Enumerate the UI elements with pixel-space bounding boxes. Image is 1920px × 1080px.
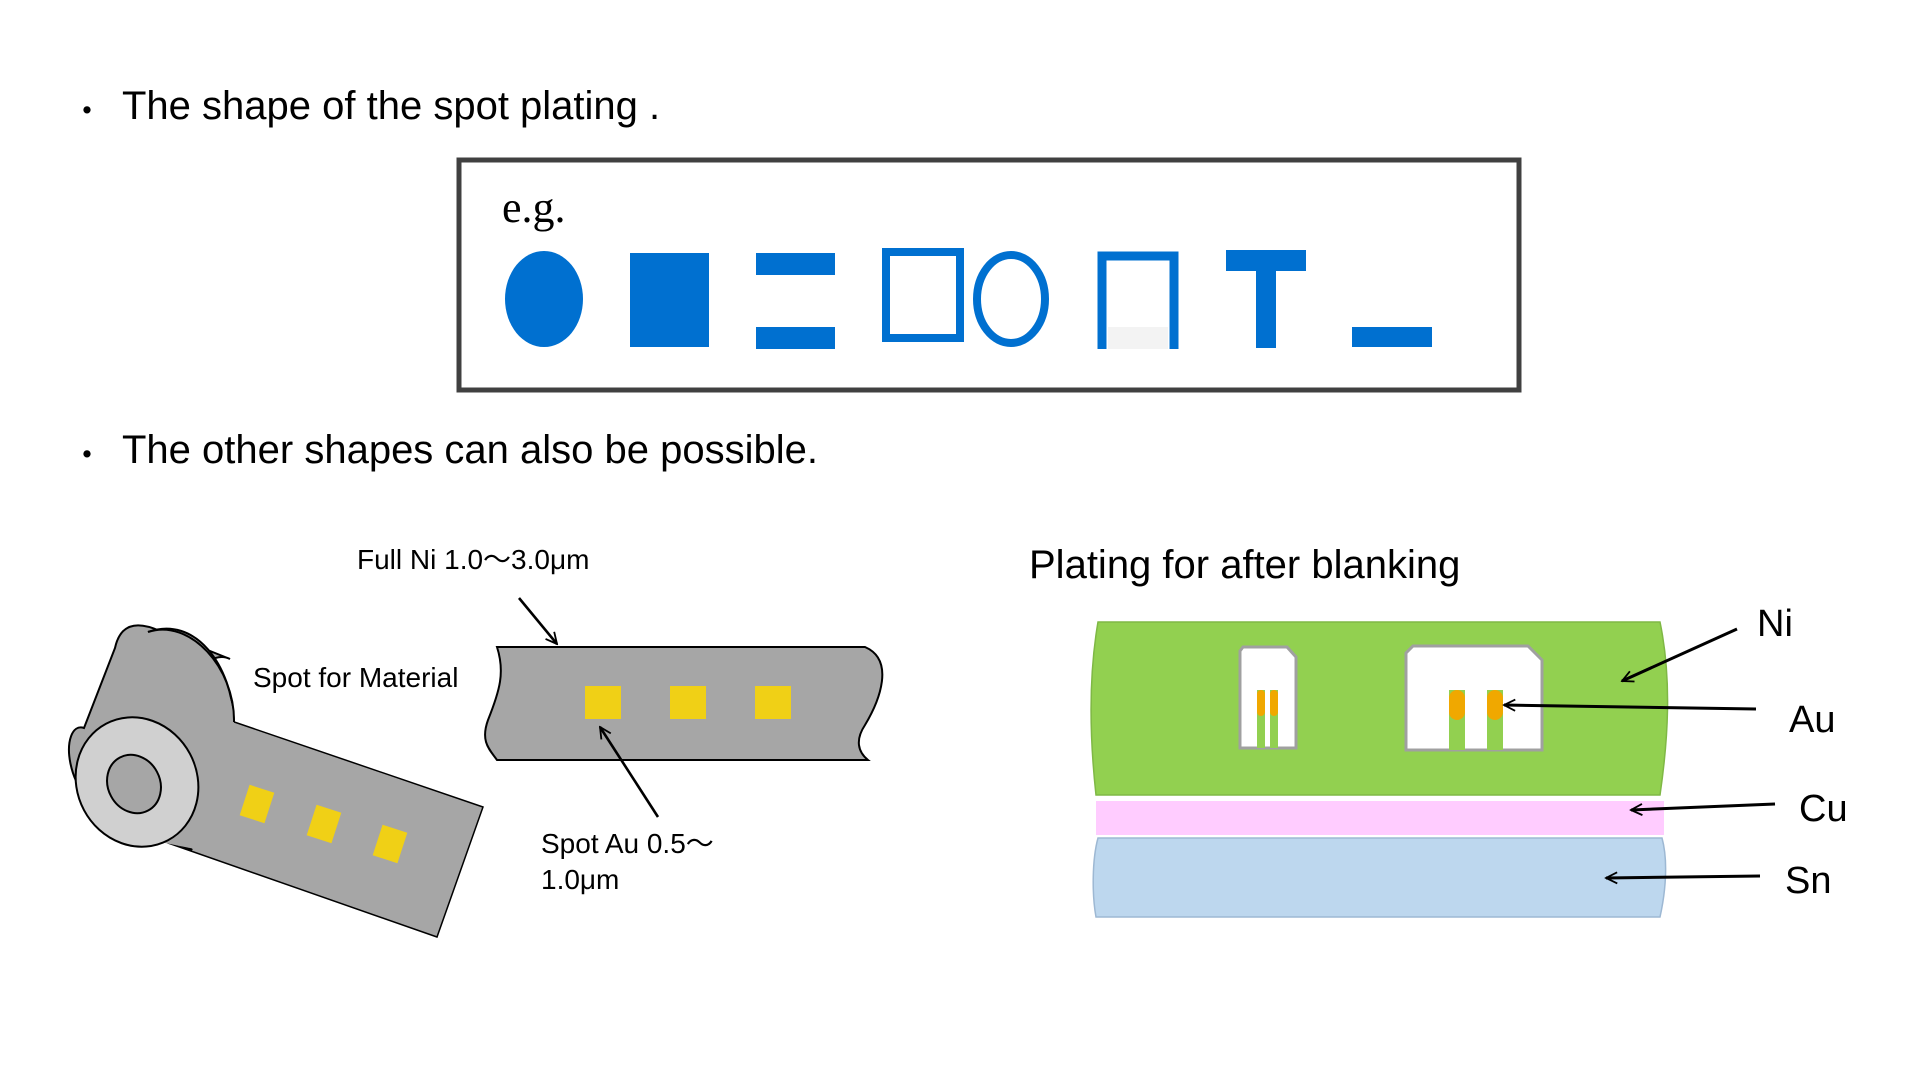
full-ni-arrow <box>517 597 557 644</box>
strip-spot-1 <box>585 686 621 719</box>
reel-core <box>106 753 162 815</box>
strip-spot-2 <box>670 686 706 719</box>
arrow-cu <box>1631 802 1776 810</box>
bullet-text-other-shapes: The other shapes can also be possible. <box>122 428 818 472</box>
shape-filled-square <box>630 253 709 347</box>
label-cu: Cu <box>1799 788 1848 830</box>
reel-spot-1 <box>239 784 275 824</box>
spot-au-label-line1: Spot Au 0.5～ <box>541 828 714 859</box>
shapes-box-frame <box>456 157 1522 393</box>
shape-t <box>1226 250 1306 348</box>
shape-hollow-arch <box>1097 251 1179 349</box>
full-ni-label: Full Ni 1.0～3.0μm <box>357 544 589 575</box>
strip-spot-3 <box>755 686 791 719</box>
label-sn: Sn <box>1785 860 1831 902</box>
arrow-au <box>1504 705 1757 709</box>
bullet-marker: ・ <box>70 437 104 475</box>
layer-ni <box>1090 621 1669 796</box>
large-cutout <box>1404 644 1544 752</box>
bullet-text-shape: The shape of the spot plating . <box>122 84 661 128</box>
reel-spot-2 <box>306 804 342 844</box>
plating-title: Plating for after blanking <box>1029 543 1460 587</box>
reel-diagram: Spot for Material <box>68 624 484 938</box>
shape-hollow-ellipse <box>973 251 1049 347</box>
small-cutout <box>1238 645 1298 750</box>
shape-filled-ellipse <box>505 251 583 347</box>
shape-underline-bar <box>1352 327 1432 347</box>
arrow-ni <box>1622 627 1738 681</box>
strip-diagram: Full Ni 1.0～3.0μm Spot Au 0.5～ 1.0μm <box>357 544 884 895</box>
arrow-sn <box>1606 876 1761 878</box>
reel-spot-3 <box>372 824 408 864</box>
shapes-example-box: e.g. <box>456 157 1522 393</box>
shape-arch-base <box>1108 327 1168 349</box>
shape-hollow-square <box>882 248 964 342</box>
spot-au-arrow <box>600 727 660 818</box>
bullet-marker: ・ <box>70 93 104 131</box>
spot-for-material-label: Spot for Material <box>253 662 458 693</box>
plating-diagram: Plating for after blanking Ni Au Cu Sn <box>1029 543 1848 918</box>
layer-cu <box>1096 801 1664 835</box>
eg-label: e.g. <box>502 183 566 232</box>
label-ni: Ni <box>1757 603 1793 645</box>
layer-sn <box>1092 837 1667 918</box>
spot-au-label-line2: 1.0μm <box>541 864 619 895</box>
label-au: Au <box>1789 699 1835 741</box>
shape-two-bars <box>756 253 835 349</box>
